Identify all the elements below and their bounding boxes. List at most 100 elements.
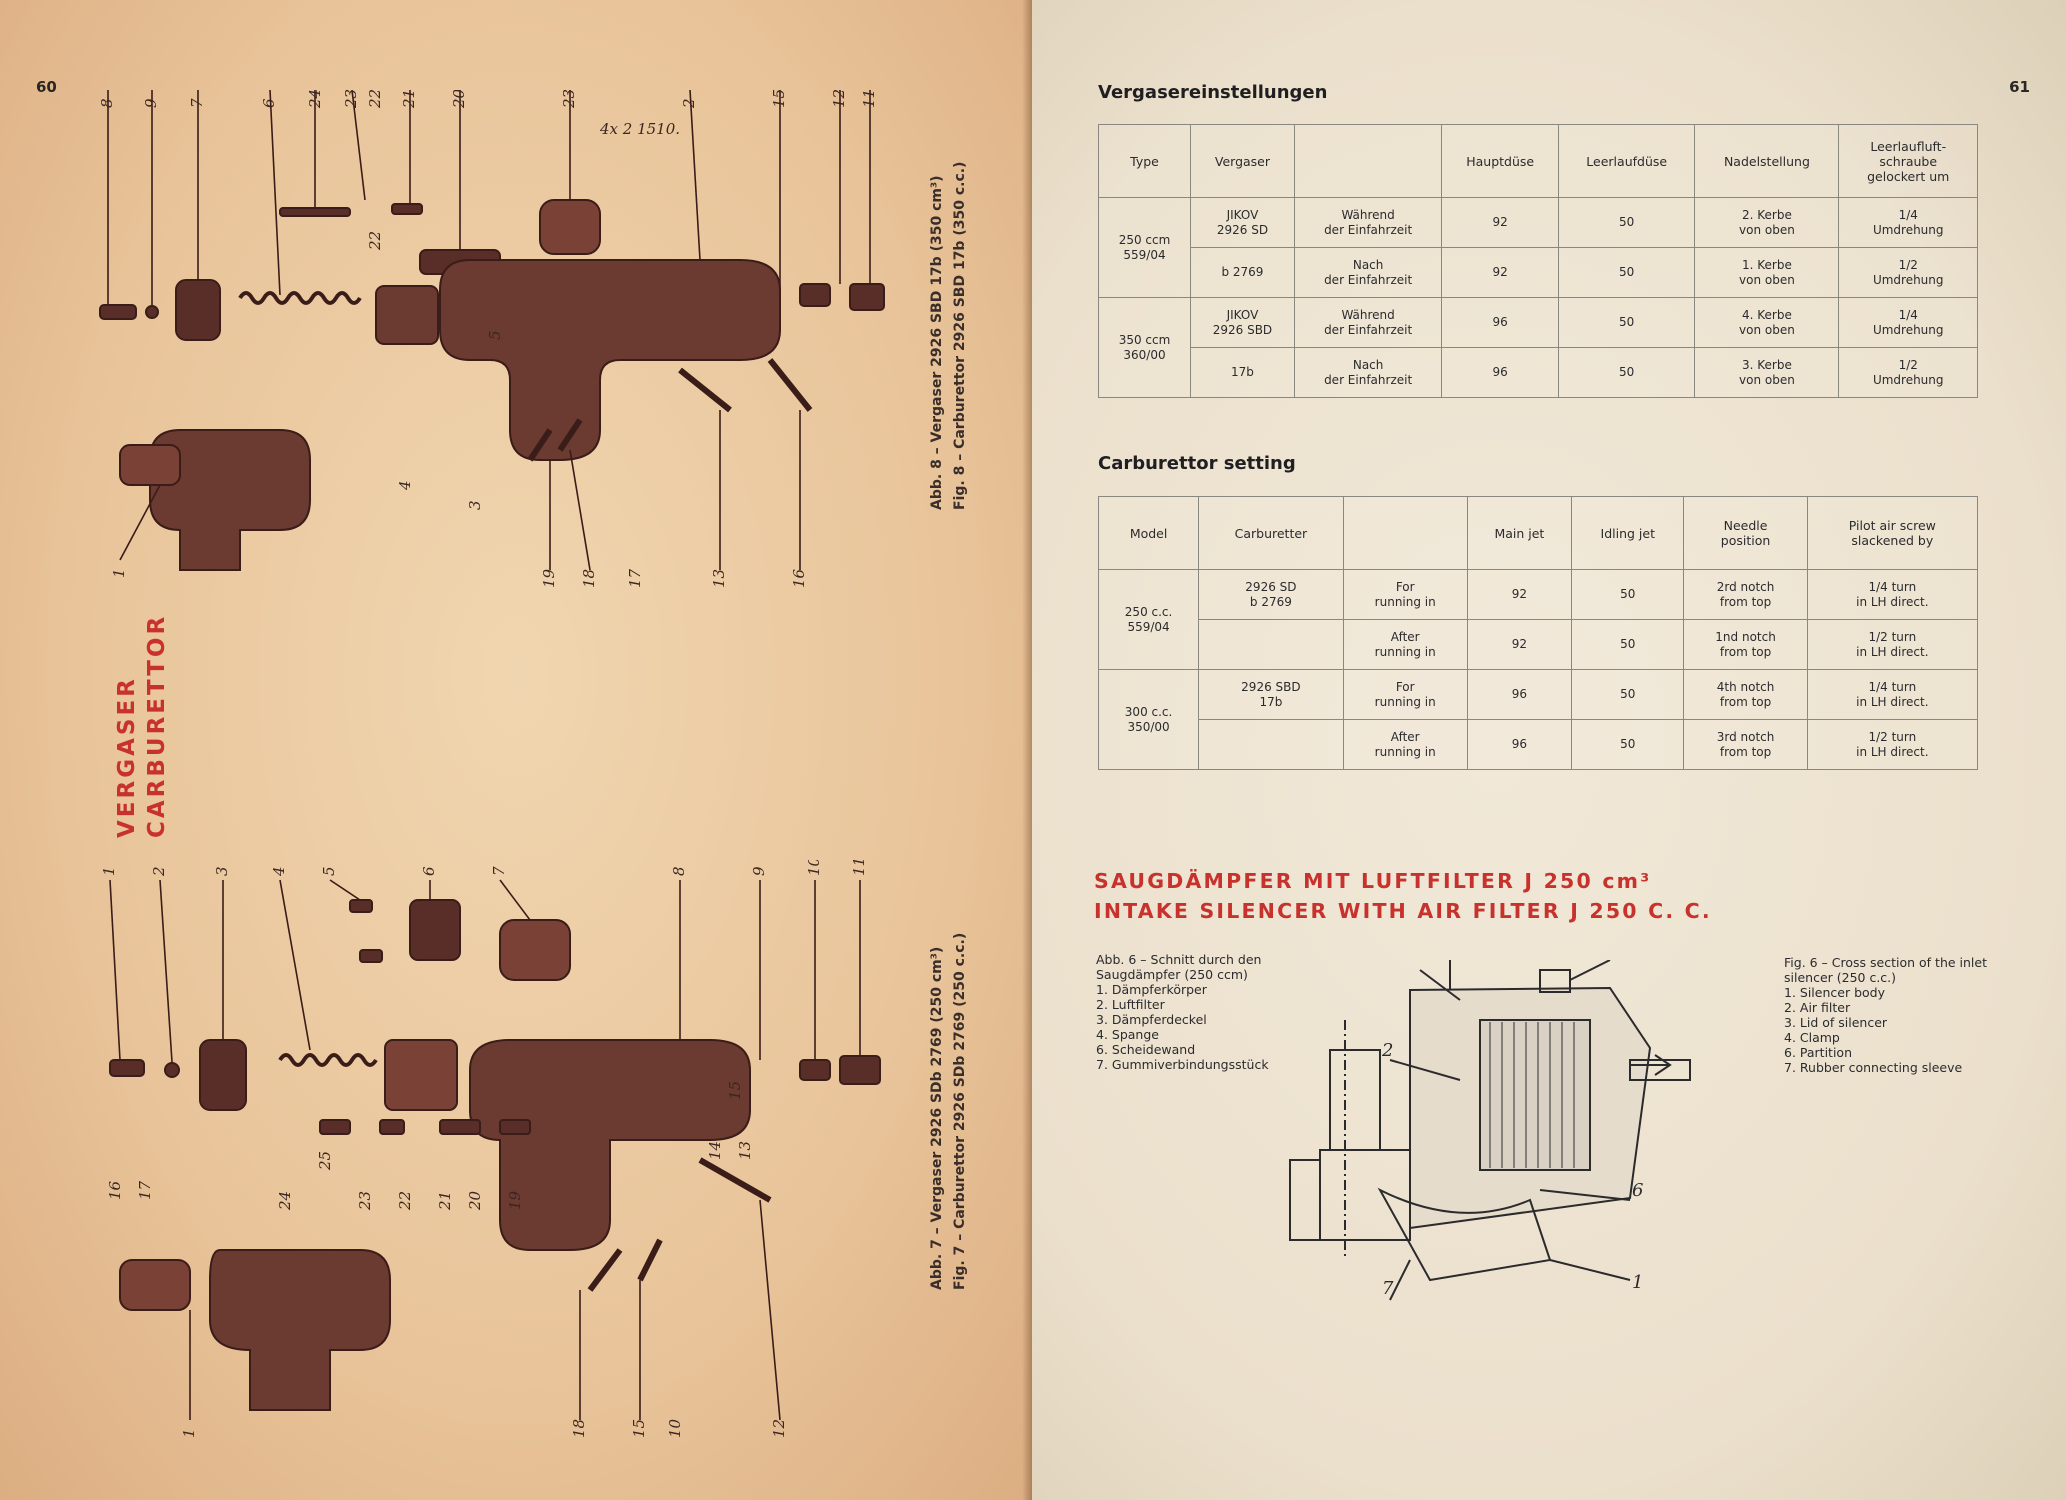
callout-number: 13 bbox=[736, 1141, 754, 1160]
callout-number: 18 bbox=[570, 1419, 588, 1438]
callout-number: 16 bbox=[106, 1180, 124, 1200]
callout-number: 6 bbox=[1632, 1180, 1643, 1201]
callout-number: 3 bbox=[213, 866, 231, 876]
table-header-cell: Type bbox=[1098, 124, 1191, 198]
table-header-cell: Nadelstellung bbox=[1694, 124, 1840, 198]
table-cell-idle: 50 bbox=[1571, 569, 1685, 620]
page-number-left: 60 bbox=[36, 78, 57, 96]
callout-number: 9 bbox=[142, 98, 160, 108]
table-cell-idle: 50 bbox=[1558, 347, 1696, 398]
callout-number: 10 bbox=[666, 1418, 684, 1438]
callout-number: 10 bbox=[805, 860, 823, 876]
callout-number: 2 bbox=[680, 98, 698, 109]
table-cell-type: 250 c.c.559/04 bbox=[1097, 569, 1200, 670]
legend-item: 6. Partition bbox=[1784, 1045, 1852, 1060]
callout-number: 23 bbox=[356, 1191, 374, 1211]
table-cell-carb: 17b bbox=[1190, 347, 1295, 398]
table-cell-main: 96 bbox=[1441, 297, 1560, 348]
callout-number: 20 bbox=[466, 1190, 484, 1211]
legend-item: 1. Dämpferkörper bbox=[1096, 982, 1207, 997]
left-page: 60 VERGASER CARBURETTOR Abb. 8 – Vergase… bbox=[0, 0, 1032, 1500]
callout-number: 5 bbox=[486, 330, 504, 340]
callout-number: 1 bbox=[110, 568, 128, 578]
table-cell-main: 92 bbox=[1441, 247, 1560, 298]
legend-item: 3. Dämpferdeckel bbox=[1096, 1012, 1207, 1027]
fig6-caption-en: Fig. 6 – Cross section of the inlet sile… bbox=[1784, 955, 1987, 985]
callout-number: 19 bbox=[540, 568, 558, 588]
callout-number: 13 bbox=[710, 569, 728, 588]
callout-number: 19 bbox=[506, 1190, 524, 1210]
fig7-caption-de: Abb. 7 – Vergaser 2926 SDb 2769 (250 cm³… bbox=[929, 946, 945, 1290]
fig6-caption-de: Abb. 6 – Schnitt durch den Saugdämpfer (… bbox=[1096, 952, 1262, 982]
callout-number: 11 bbox=[850, 860, 868, 876]
callout-number: 22 bbox=[366, 90, 384, 109]
callout-number: 23 bbox=[342, 90, 360, 109]
callout-number: 1 bbox=[180, 1428, 198, 1438]
callout-number: 8 bbox=[670, 866, 688, 876]
table-cell-idle: 50 bbox=[1571, 719, 1685, 770]
callout-number: 1 bbox=[100, 866, 118, 876]
callout-number: 4 bbox=[396, 480, 414, 491]
table-header-cell: Idling jet bbox=[1571, 496, 1685, 570]
fig7-caption: Abb. 7 – Vergaser 2926 SDb 2769 (250 cm³… bbox=[926, 933, 972, 1290]
table-cell-idle: 50 bbox=[1558, 247, 1696, 298]
fig8-caption-de: Abb. 8 – Vergaser 2926 SBD 17b (350 cm³) bbox=[929, 175, 945, 510]
callout-number: 23 bbox=[560, 90, 578, 109]
callout-number: 3 bbox=[1446, 960, 1457, 961]
fig8-caption: Abb. 8 – Vergaser 2926 SBD 17b (350 cm³)… bbox=[926, 162, 972, 510]
callout-number: 20 bbox=[450, 90, 468, 109]
legend-item: 7. Gummiverbindungsstück bbox=[1096, 1057, 1269, 1072]
callout-number: 7 bbox=[1382, 1278, 1394, 1299]
table-cell-main: 96 bbox=[1441, 347, 1560, 398]
table-header-cell bbox=[1342, 496, 1468, 570]
callout-number: 4 bbox=[270, 866, 288, 877]
callout-number: 15 bbox=[630, 1419, 648, 1438]
callout-number: 6 bbox=[420, 866, 438, 876]
legend-item: 2. Luftfilter bbox=[1096, 997, 1165, 1012]
table-cell-carb bbox=[1198, 619, 1344, 670]
fig6-legend-de: Abb. 6 – Schnitt durch den Saugdämpfer (… bbox=[1096, 952, 1326, 1072]
callout-number: 17 bbox=[136, 1180, 154, 1200]
legend-item: 4. Spange bbox=[1096, 1027, 1159, 1042]
legend-item: 4. Clamp bbox=[1784, 1030, 1840, 1045]
fig8-handwriting: 4x 2 1510. bbox=[599, 120, 680, 138]
fig7-caption-en: Fig. 7 – Carburettor 2926 SDb 2769 (250 … bbox=[952, 932, 968, 1290]
table-cell-idle: 50 bbox=[1571, 619, 1685, 670]
table-de-title: Vergasereinstellungen bbox=[1098, 82, 1328, 103]
table-header-cell: Hauptdüse bbox=[1441, 124, 1560, 198]
table-header-cell: Main jet bbox=[1466, 496, 1573, 570]
legend-item: 2. Air filter bbox=[1784, 1000, 1851, 1015]
callout-number: 24 bbox=[276, 1191, 294, 1211]
callout-number: 9 bbox=[750, 866, 768, 876]
table-cell-main: 96 bbox=[1466, 719, 1573, 770]
callout-number: 14 bbox=[706, 1141, 724, 1160]
